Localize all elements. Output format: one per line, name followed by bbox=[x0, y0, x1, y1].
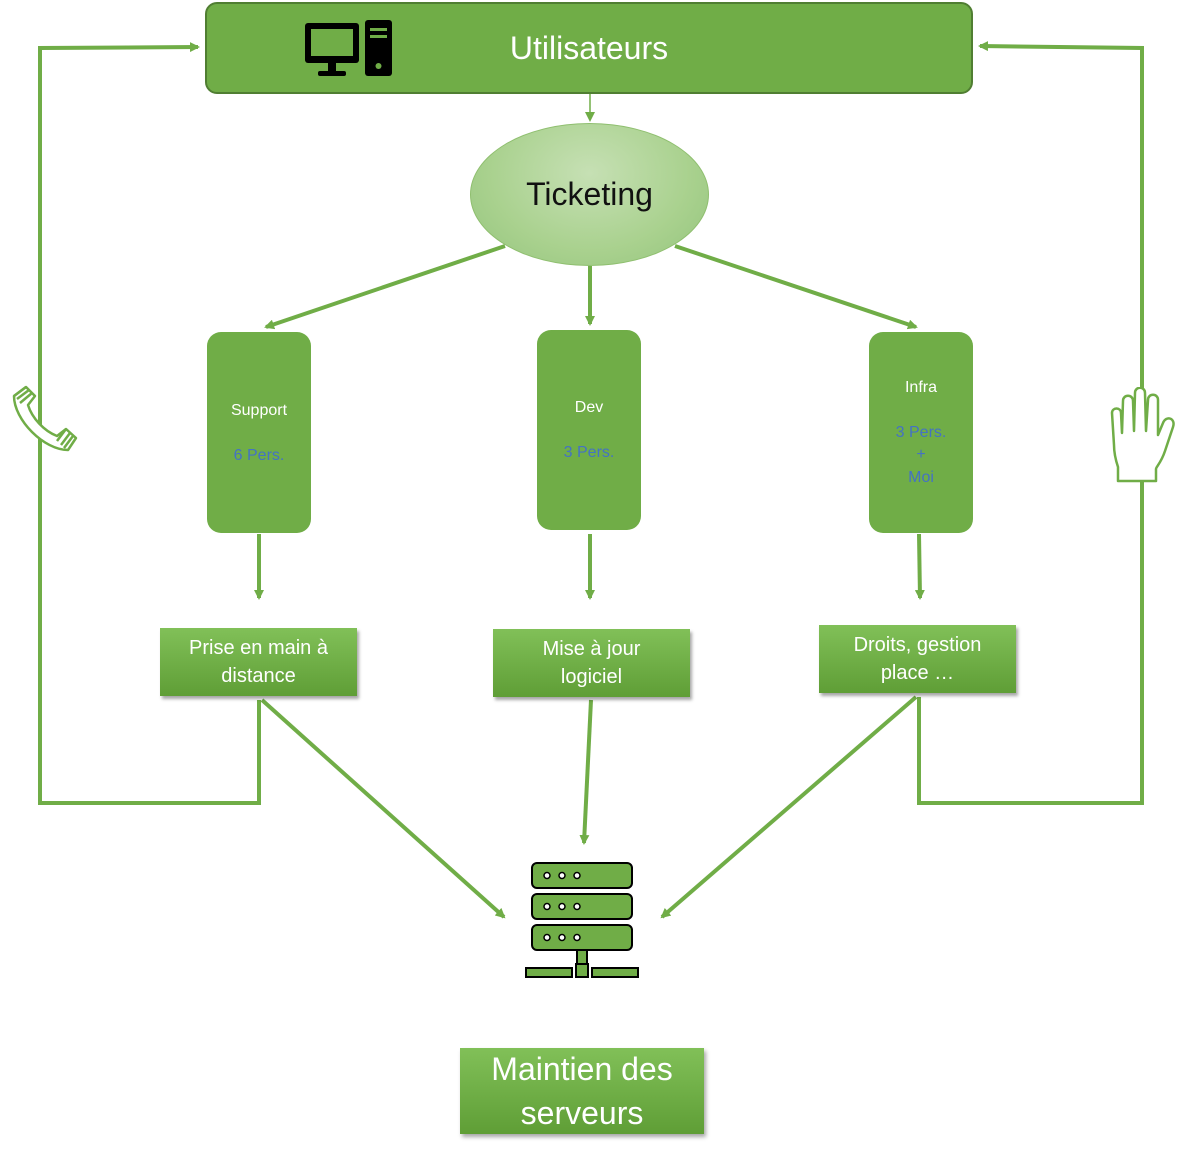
task-line: logiciel bbox=[560, 666, 623, 688]
desktop-computer-icon bbox=[305, 20, 392, 76]
task-line: place … bbox=[880, 662, 955, 684]
team-count: 3 Pers. bbox=[563, 444, 615, 461]
title-line: serveurs bbox=[520, 1095, 644, 1131]
team-infra: Infra 3 Pers. + Moi bbox=[869, 332, 973, 533]
task-line: Droits, gestion bbox=[853, 634, 982, 656]
task-line: Mise à jour bbox=[542, 638, 641, 660]
server-icon bbox=[525, 862, 639, 978]
task-line: Prise en main à bbox=[189, 637, 328, 659]
team-count-extra2: Moi bbox=[908, 469, 934, 486]
phone-icon bbox=[12, 385, 78, 452]
team-count: 3 Pers. bbox=[895, 424, 947, 441]
users-title: Utilisateurs bbox=[509, 29, 669, 66]
team-name: Support bbox=[230, 402, 288, 419]
task-remote-support: Prise en main à distance bbox=[160, 628, 357, 696]
users-banner: Utilisateurs bbox=[205, 2, 973, 94]
team-support: Support 6 Pers. bbox=[207, 332, 311, 533]
task-line: distance bbox=[221, 665, 296, 687]
team-name: Dev bbox=[574, 399, 604, 416]
ticketing-node: Ticketing bbox=[470, 123, 709, 266]
team-dev: Dev 3 Pers. bbox=[537, 330, 641, 530]
team-name: Infra bbox=[904, 379, 937, 396]
hand-icon bbox=[1110, 387, 1175, 483]
task-software-update: Mise à jour logiciel bbox=[493, 629, 690, 697]
ticketing-label: Ticketing bbox=[526, 176, 653, 212]
title-line: Maintien des bbox=[491, 1051, 673, 1087]
task-rights-management: Droits, gestion place … bbox=[819, 625, 1016, 693]
team-count-extra: + bbox=[916, 446, 926, 463]
server-maintenance-title: Maintien des serveurs bbox=[460, 1048, 704, 1134]
team-count: 6 Pers. bbox=[233, 447, 285, 464]
